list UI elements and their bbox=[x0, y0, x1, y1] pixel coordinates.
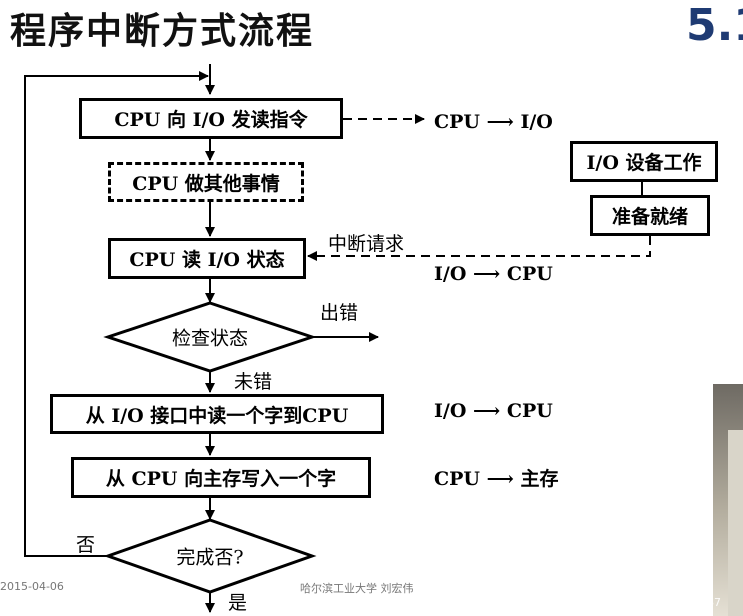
no-label: 否 bbox=[76, 534, 96, 556]
edge-interrupt-request bbox=[307, 236, 651, 261]
yes-label: 是 bbox=[228, 592, 248, 614]
slide-title: 程序中断方式流程 bbox=[10, 11, 315, 52]
footer-date: 2015-04-06 bbox=[0, 580, 64, 593]
footer-author: 哈尔滨工业大学 刘宏伟 bbox=[300, 582, 414, 595]
ready-box: 准备就绪 bbox=[590, 195, 710, 236]
interrupt-request-label: 中断请求 bbox=[328, 233, 405, 255]
read-status-box: CPU 读 I/O 状态 bbox=[108, 238, 306, 279]
transfer-cpu-to-io: CPU ⟶ I/O bbox=[434, 111, 553, 133]
csdn-watermark: CSDN @qq_42183387 bbox=[599, 596, 721, 609]
check-status-label: 检查状态 bbox=[171, 327, 249, 350]
transfer-io-to-cpu-1: I/O ⟶ CPU bbox=[434, 263, 553, 285]
transfer-io-to-cpu-2: I/O ⟶ CPU bbox=[434, 400, 553, 422]
section-number: 5.1 bbox=[686, 0, 743, 51]
done-check-label: 完成否? bbox=[176, 546, 244, 569]
edge-no-loop bbox=[24, 71, 209, 557]
error-label: 出错 bbox=[320, 302, 359, 324]
read-word-box: 从 I/O 接口中读一个字到CPU bbox=[50, 394, 384, 434]
write-word-box: 从 CPU 向主存写入一个字 bbox=[71, 457, 371, 498]
no-error-label: 未错 bbox=[234, 371, 273, 393]
send-read-command-box: CPU 向 I/O 发读指令 bbox=[79, 98, 343, 139]
video-overlay-detail bbox=[728, 430, 743, 616]
cpu-other-work-box: CPU 做其他事情 bbox=[108, 162, 304, 202]
transfer-cpu-to-memory: CPU ⟶ 主存 bbox=[434, 468, 559, 490]
io-device-working-box: I/O 设备工作 bbox=[570, 141, 718, 182]
